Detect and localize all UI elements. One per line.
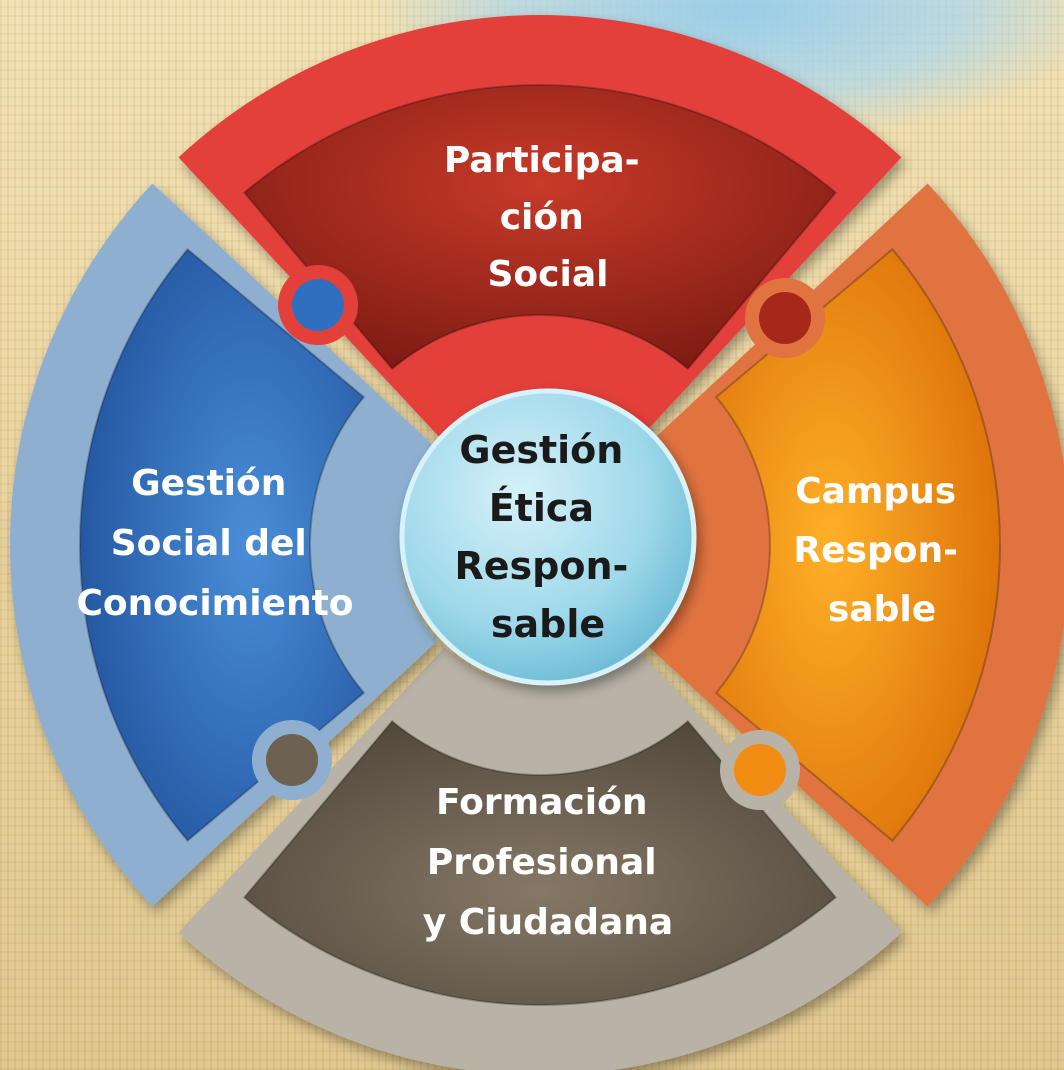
left-segment-label-line: Gestión [131,463,286,504]
left-segment-label-line: Conocimiento [76,583,353,624]
left-segment-inner-band [325,401,429,689]
center-label-line: Gestión [459,428,623,472]
right-segment-label-line: Campus [795,471,956,512]
center-label-line: sable [491,602,605,646]
top-segment-label-line: ción [500,197,584,238]
bottom-segment-label-line: Formación [436,782,647,823]
left-segment-label-line: Social del [111,523,307,564]
top-segment-inner [242,84,838,371]
knob-top-right [759,292,811,344]
center-label: Gestión Ética Respon- sable [454,428,641,646]
center-circle [399,388,697,686]
knob-bottom-right [734,744,786,796]
center-label-line: Respon- [454,544,628,588]
top-segment-label-line: Participa- [444,140,640,181]
knob-top-left [292,279,344,331]
left-segment-inner [79,247,366,843]
left-segment-label: Gestión Social del Conocimiento [76,463,353,624]
knob-bottom-left [266,734,318,786]
right-segment-label-line: Respon- [793,530,958,571]
bottom-segment-inner [242,719,838,1006]
center-label-line: Ética [489,486,594,530]
bottom-segment-inner-band [396,656,684,760]
bottom-segment-label-line: y Ciudadana [423,902,673,943]
bottom-segment-label: Formación Profesional y Ciudadana [423,782,673,943]
top-segment-label: Participa- ción Social [444,140,652,295]
right-segment-inner [714,247,1001,843]
right-segment-label: Campus Respon- sable [793,471,970,630]
top-segment-label-line: Social [488,254,609,295]
right-segment-label-line: sable [828,589,936,630]
bottom-segment-label-line: Profesional [427,842,657,883]
